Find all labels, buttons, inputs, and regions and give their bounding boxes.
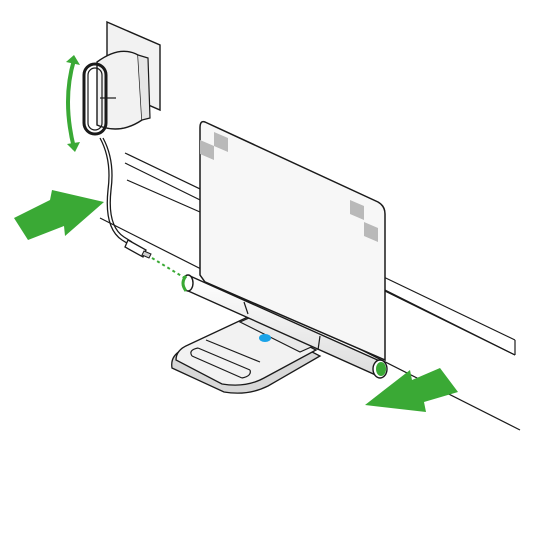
transparent-panel [199, 120, 386, 362]
hinge-bar [181, 274, 388, 379]
led-dot-icon [259, 334, 271, 342]
arrow-left-icon [365, 368, 458, 412]
double-arrow-vertical-icon [66, 55, 80, 152]
usb-plug-icon [124, 239, 189, 281]
power-adapter [82, 50, 151, 136]
cable [99, 137, 133, 246]
arrow-right-icon [14, 190, 104, 240]
